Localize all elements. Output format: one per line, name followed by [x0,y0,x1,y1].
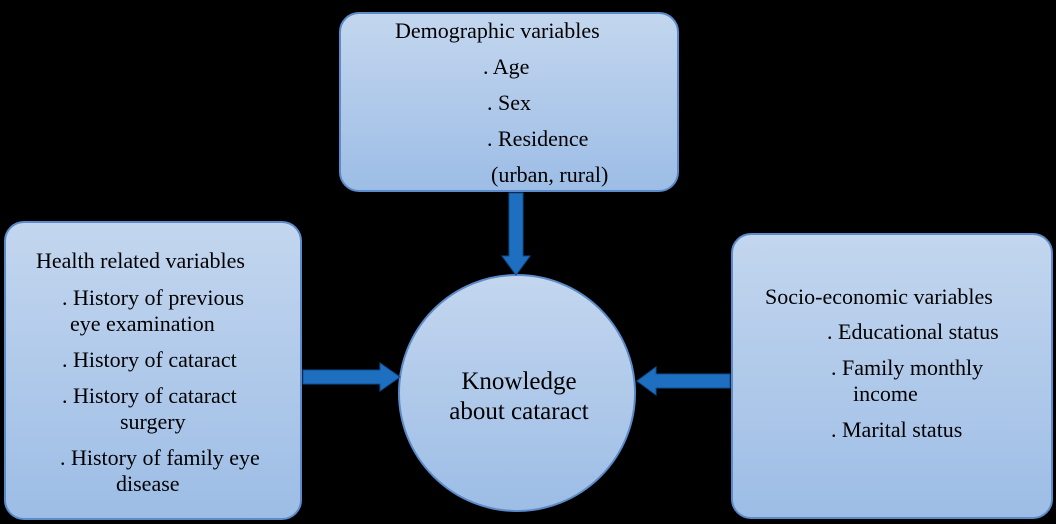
demographic-item-residence: . Residence [487,126,589,151]
health-line-4: . History of cataract [62,383,237,408]
health-line-7: disease [116,471,180,496]
health-line-2: eye examination [70,311,215,336]
demographic-item-sex: . Sex [487,90,531,115]
center-line-2: about cataract [449,398,589,425]
health-line-6: . History of family eye [60,445,260,470]
socio-line-2: . Family monthly [831,355,984,380]
health-line-5: surgery [120,409,186,434]
socio-line-1: . Educational status [827,319,999,344]
socio-line-3: income [853,381,918,406]
demographic-item-age: . Age [483,54,530,79]
socio-line-4: . Marital status [831,417,963,442]
socio-title: Socio-economic variables [765,284,993,309]
knowledge-about-cataract-circle: Knowledge about cataract [398,274,636,512]
arrow-health-to-knowledge [302,362,401,392]
demographic-variables-box: Demographic variables . Age . Sex . Resi… [339,12,679,192]
arrow-socio-to-knowledge [636,366,731,396]
center-line-1: Knowledge [461,368,577,395]
demographic-item-residence-detail: (urban, rural) [491,162,609,187]
demographic-title: Demographic variables [395,18,600,43]
socio-economic-variables-box: Socio-economic variables . Educational s… [731,233,1053,519]
health-title: Health related variables [36,248,245,273]
health-line-1: . History of previous [62,285,245,310]
arrow-demographic-to-knowledge [501,192,531,276]
health-related-variables-box: Health related variables . History of pr… [4,221,302,520]
health-line-3: . History of cataract [62,347,237,372]
